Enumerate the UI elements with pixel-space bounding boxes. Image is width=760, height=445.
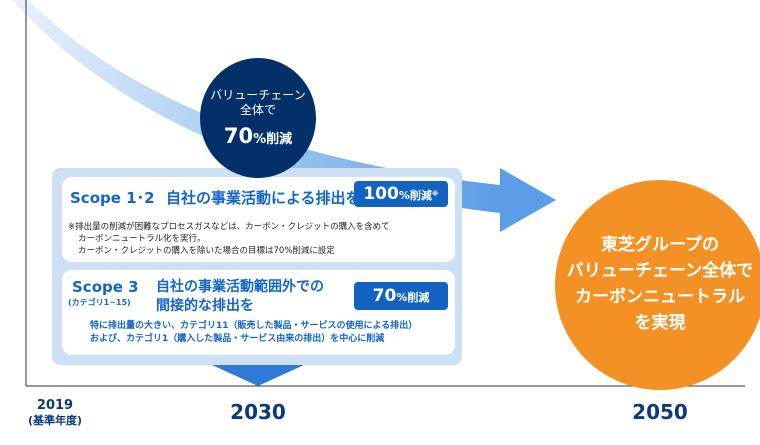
scope3-badge: 70%削減 xyxy=(354,282,448,310)
scope3-subtitle: (カテゴリ1~15) xyxy=(68,298,131,307)
goal-line: カーボンニュートラル xyxy=(575,287,745,307)
arrow-head-icon xyxy=(500,168,556,232)
carbon-neutral-goal: 東芝グループの バリューチェーン全体で カーボンニュートラル を実現 xyxy=(555,180,760,390)
goal-line: を実現 xyxy=(634,313,686,333)
year-2050: 2050 xyxy=(632,400,688,424)
scope12-card: Scope 1･2 自社の事業活動による排出を 100%削減※ ※排出量の削減が… xyxy=(62,177,455,262)
scope3-notes: 特に排出量の大きい、カテゴリ11（販売した製品・サービスの使用による排出） およ… xyxy=(90,320,417,346)
goal-line: 東芝グループの xyxy=(601,235,719,255)
goal-line: バリューチェーン全体で xyxy=(566,261,754,281)
bubble-pct: 70%削減 xyxy=(223,124,293,148)
overall-reduction-bubble: バリューチェーン 全体で 70%削減 xyxy=(200,58,316,178)
note-line: カーボンニュートラル化を実行。 xyxy=(78,234,206,244)
note-line: 特に排出量の大きい、カテゴリ11（販売した製品・サービスの使用による排出） xyxy=(90,321,418,331)
scope12-title: Scope 1･2 xyxy=(70,189,155,207)
note-line: カーボン・クレジットの購入を除いた場合の目標は70%削減に設定 xyxy=(78,246,335,256)
scope3-desc: 自社の事業活動範囲外での間接的な排出を xyxy=(156,279,324,314)
note-line: および、カテゴリ1（購入した製品・サービス由来の排出）を中心に削減 xyxy=(90,334,385,344)
year-2030: 2030 xyxy=(230,400,286,424)
scope12-desc: 自社の事業活動による排出を xyxy=(166,189,361,207)
scope-panel: Scope 1･2 自社の事業活動による排出を 100%削減※ ※排出量の削減が… xyxy=(52,168,462,365)
year-2019: 2019(基準年度) xyxy=(27,398,83,427)
scope12-notes: ※排出量の削減が困難なプロセスガスなどは、カーボン・クレジットの購入を含めて カ… xyxy=(68,221,390,257)
note-line: ※排出量の削減が困難なプロセスガスなどは、カーボン・クレジットの購入を含めて xyxy=(68,222,390,232)
scope3-title: Scope 3 xyxy=(72,278,139,296)
bubble-line1: バリューチェーン xyxy=(210,88,306,102)
bubble-line2: 全体で xyxy=(239,103,276,117)
scope3-card: Scope 3 (カテゴリ1~15) 自社の事業活動範囲外での間接的な排出を 7… xyxy=(62,270,455,355)
scope12-badge: 100%削減※ xyxy=(354,181,448,207)
2030-pointer-icon xyxy=(212,365,304,386)
